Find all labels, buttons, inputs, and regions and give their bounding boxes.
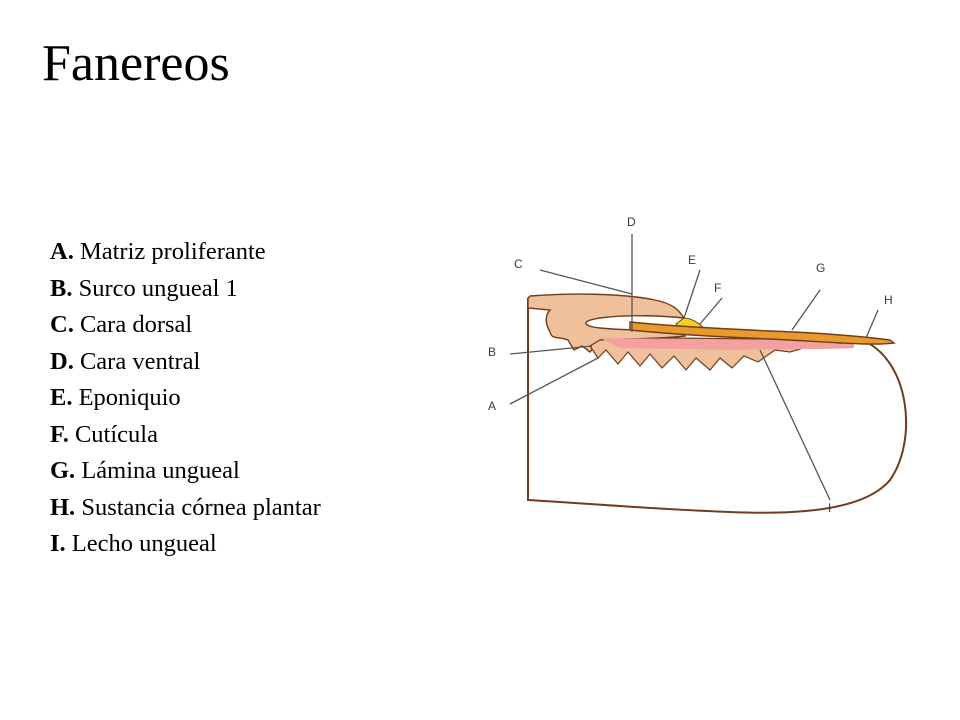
label-e: E [688,253,696,267]
legend-key: G. [50,457,76,484]
label-d: D [627,215,636,229]
legend-key: F. [50,420,69,448]
legend-key: C. [50,311,74,338]
legend-text: Lámina ungueal [81,457,240,484]
leader-line-f [699,297,723,325]
leader-line-e [683,269,701,319]
legend-item-f: F. Cutícula [50,417,321,454]
legend-item-b: B. Surco ungueal 1 [50,271,321,308]
legend-item-d: D. Cara ventral [50,344,321,381]
legend-key: I. [50,530,66,557]
nail-bed [600,338,854,350]
label-a: A [488,399,496,413]
label-g: G [816,261,825,275]
legend-text: Matriz proliferante [79,238,266,265]
legend-text: Eponiquio [78,384,181,411]
legend-key: H. [50,493,76,521]
legend-key: D. [50,347,74,375]
legend-text: Cutícula [74,420,158,448]
leader-line-g [791,289,821,331]
legend-text: Sustancia córnea plantar [81,493,321,521]
legend-text: Cara dorsal [79,311,193,338]
legend-item-a: A. Matriz proliferante [50,234,321,271]
label-f: F [714,281,721,295]
legend-item-h: H. Sustancia córnea plantar [50,490,321,527]
legend-text: Lecho ungueal [71,530,217,557]
legend-key: A. [50,238,74,265]
legend-item-g: G. Lámina ungueal [50,453,321,490]
label-c: C [514,257,523,271]
label-b: B [488,345,496,359]
legend-key: E. [50,384,73,411]
label-i: I [828,501,831,515]
legend-text: Cara ventral [79,347,201,375]
leader-line-h [865,309,879,339]
finger-body-outline [527,298,908,514]
legend-item-c: C. Cara dorsal [50,307,321,344]
legend-text: Surco ungueal 1 [78,274,238,302]
leader-line-c [539,269,633,295]
leader-line-b [509,345,593,355]
nail-plate [629,321,896,345]
leader-line-i [759,349,831,501]
slide-title: Fanereos [42,35,230,92]
legend-list: A. Matriz proliferante B. Surco ungueal … [50,234,321,563]
legend-key: B. [50,274,73,302]
leader-line-a [509,357,599,405]
label-h: H [884,293,893,307]
legend-item-e: E. Eponiquio [50,380,321,417]
legend-item-i: I. Lecho ungueal [50,526,321,563]
nail-anatomy-diagram: D C E F G H B A I [488,215,908,515]
proximal-nail-fold [527,293,687,353]
